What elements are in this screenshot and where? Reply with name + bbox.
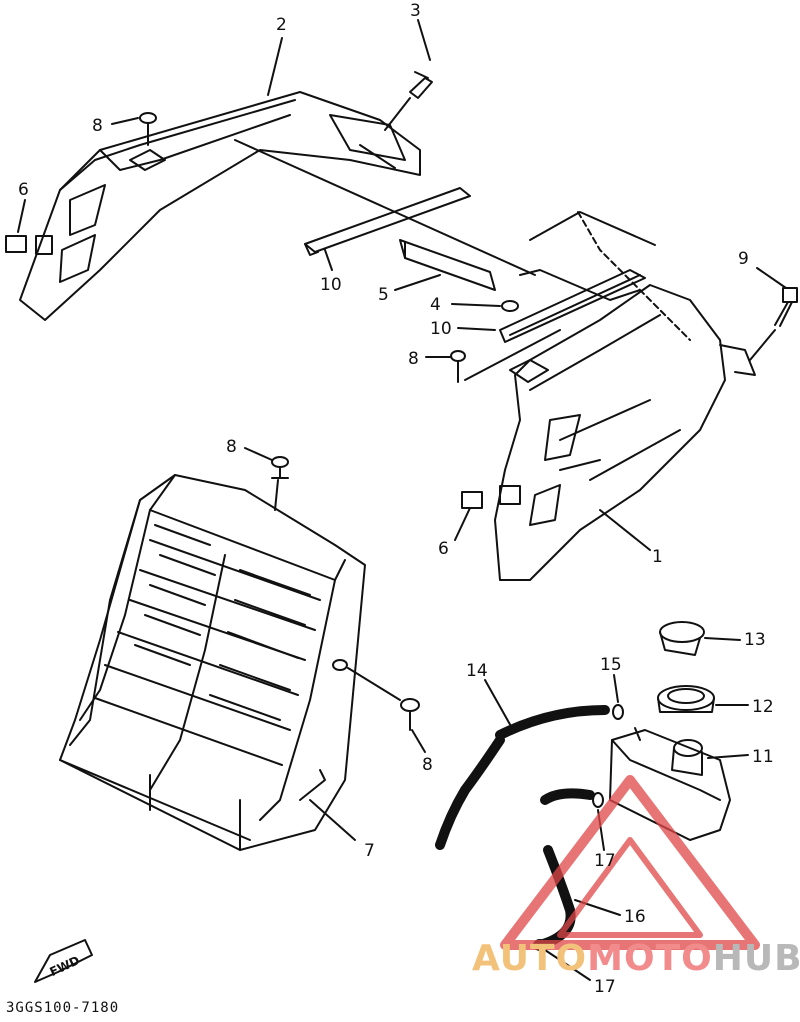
label-11: 11	[752, 747, 774, 767]
guide-line-c	[577, 211, 691, 341]
label-15: 15	[600, 655, 622, 675]
label-10b: 10	[430, 319, 452, 339]
guide-line-a	[234, 139, 536, 276]
forward-arrow-icon	[34, 939, 93, 983]
label-6a: 6	[18, 180, 29, 200]
label-12: 12	[752, 697, 774, 717]
leader-15	[613, 674, 619, 703]
leader-10b	[457, 327, 496, 331]
leader-14	[484, 679, 513, 729]
label-8b: 8	[408, 349, 419, 369]
radiator-grille-7	[59, 474, 366, 851]
label-16: 16	[624, 907, 646, 927]
leader-8c	[244, 447, 273, 461]
leader-13	[704, 637, 741, 641]
label-10a: 10	[320, 275, 342, 295]
label-8d: 8	[422, 755, 433, 775]
watermark-part2: MOTO	[587, 938, 713, 979]
label-9: 9	[738, 249, 749, 269]
leader-17b	[544, 949, 591, 981]
label-14: 14	[466, 661, 488, 681]
damper-5	[399, 239, 496, 291]
label-17b: 17	[594, 977, 616, 997]
leader-9b	[749, 329, 776, 361]
leader-8d-b	[411, 729, 426, 753]
trim-strip-10-upper	[304, 187, 471, 256]
clip-4	[501, 300, 519, 312]
label-5: 5	[378, 285, 389, 305]
rivet-part-3	[409, 71, 433, 99]
label-4: 4	[430, 295, 441, 315]
nut-6-left	[5, 235, 53, 255]
bolt-9	[774, 287, 798, 327]
leader-10a	[324, 249, 333, 271]
leader-8d-a	[347, 667, 401, 701]
clip-17-upper	[592, 792, 604, 808]
label-13: 13	[744, 630, 766, 650]
label-8c: 8	[226, 437, 237, 457]
reservoir-tank-11	[609, 727, 731, 841]
screw-8-side	[400, 698, 420, 731]
screw-8-radiator	[271, 456, 289, 479]
label-8a: 8	[92, 116, 103, 136]
leader-3b	[384, 97, 411, 131]
trim-strip-10-lower	[499, 269, 646, 343]
screw-8-mid	[450, 350, 549, 383]
leader-5	[394, 274, 441, 291]
hose-16	[535, 788, 595, 950]
label-1: 1	[652, 547, 663, 567]
clip-15	[612, 704, 624, 720]
label-17a: 17	[594, 851, 616, 871]
guide-line-d	[519, 269, 641, 301]
leader-11	[707, 754, 749, 759]
leader-1	[599, 509, 651, 551]
guide-line-b	[529, 211, 656, 246]
watermark-text: AUTOMOTOHUB	[472, 938, 800, 979]
drawing-code: 3GGS100-7180	[6, 1000, 120, 1016]
leader-9	[756, 267, 787, 289]
hose-14	[435, 705, 610, 850]
cap-13	[659, 621, 705, 656]
watermark-part1: AUTO	[472, 938, 588, 979]
watermark-part3: HUB	[712, 938, 800, 979]
label-3: 3	[410, 1, 421, 21]
guide-line-e	[464, 329, 561, 381]
screw-8-top-left	[129, 112, 166, 171]
leader-6b	[454, 507, 471, 541]
leader-6a	[17, 199, 26, 233]
label-2: 2	[276, 15, 287, 35]
leader-8a	[111, 117, 139, 125]
leader-3	[417, 19, 431, 61]
side-cover-left	[19, 91, 421, 321]
leader-8c2	[274, 479, 279, 511]
watermark-logo-icon	[500, 775, 760, 950]
label-7: 7	[364, 841, 375, 861]
leader-7	[309, 799, 356, 841]
nut-6-right	[461, 485, 521, 509]
leader-2	[267, 37, 283, 96]
fwd-label: FWD	[47, 953, 81, 979]
leader-4	[451, 303, 501, 307]
label-6b: 6	[438, 539, 449, 559]
seal-ring-12	[657, 685, 715, 713]
